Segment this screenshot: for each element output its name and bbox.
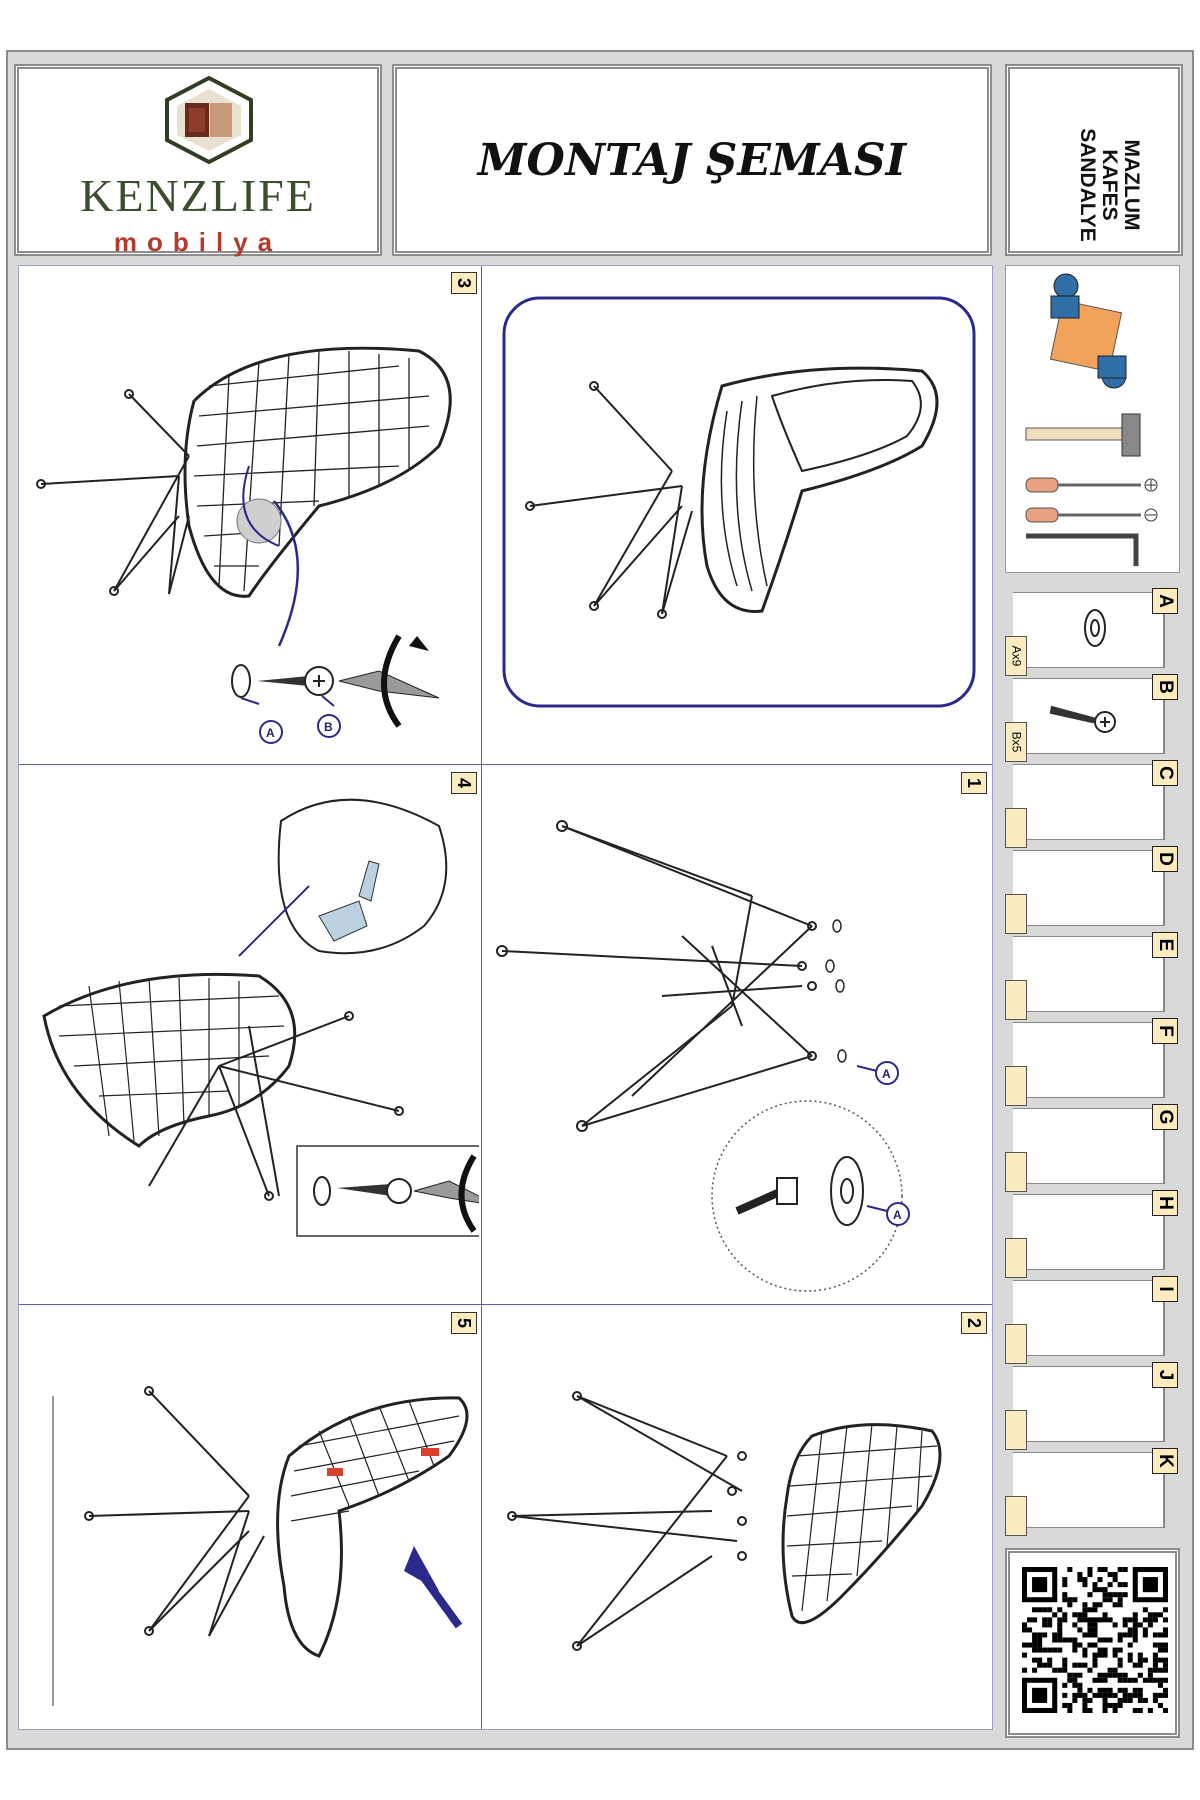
hammer-icon [1025,413,1141,457]
callout-a-step3: A [266,726,275,740]
panel-divider-horizontal-2 [19,1304,992,1305]
callout-a-step1: A [882,1067,891,1081]
part-qty-i [1005,1324,1027,1364]
tools-box [1005,265,1180,573]
part-qty-b: Bx5 [1005,722,1027,762]
part-item-d: D [1005,844,1180,934]
step-2-illustration [507,1391,942,1651]
callout-b-step3: B [324,720,333,734]
panel-divider-vertical [481,266,482,1729]
qr-code-icon [1022,1567,1168,1713]
page-title: MONTAJ ŞEMASI [477,135,907,186]
part-item-c: C [1005,758,1180,848]
part-qty-k [1005,1496,1027,1536]
part-qty-d [1005,894,1027,934]
screw-icon [1049,705,1116,733]
title-box: MONTAJ ŞEMASI [392,64,992,256]
finished-chair-illustration [502,296,976,708]
part-qty-f [1005,1066,1027,1106]
part-item-k: K [1005,1446,1180,1536]
product-name-line-3: SANDALYE [1076,128,1099,242]
part-item-j: J [1005,1360,1180,1450]
assembly-steps-area: 3 4 1 5 2 A B [18,265,993,1730]
part-letter-a: A [1152,588,1178,614]
part-letter-e: E [1152,932,1178,958]
logo-mark-icon [165,75,253,165]
product-name-line-1: MAZLUM [1120,139,1143,231]
brand-subtitle: mobilya [113,227,283,257]
part-item-h: H [1005,1188,1180,1278]
part-item-i: I [1005,1274,1180,1364]
product-name: MAZLUM KAFES SANDALYE [1076,95,1143,275]
part-item-g: G [1005,1102,1180,1192]
product-name-box: MAZLUM KAFES SANDALYE [1005,64,1183,256]
part-letter-j: J [1152,1362,1178,1388]
part-letter-h: H [1152,1190,1178,1216]
step-3-illustration: A B [36,346,452,744]
part-qty-h [1005,1238,1027,1278]
part-qty-a: Ax9 [1005,636,1027,676]
part-item-b: B Bx5 [1005,672,1180,762]
product-name-line-2: KAFES [1098,149,1121,221]
panel-divider-horizontal-1 [19,764,992,765]
step-5-illustration [52,1386,469,1706]
part-item-f: F [1005,1016,1180,1106]
washer-icon [1084,609,1106,647]
part-letter-g: G [1152,1104,1178,1130]
callout-a-step1-detail: A [893,1208,902,1222]
parts-list: A Ax9 B Bx5 C D E F G H [1005,586,1180,1544]
part-item-a: A Ax9 [1005,586,1180,676]
part-letter-f: F [1152,1018,1178,1044]
part-letter-b: B [1152,674,1178,700]
part-letter-c: C [1152,760,1178,786]
part-item-e: E [1005,930,1180,1020]
step-4-illustration [42,798,479,1237]
part-letter-k: K [1152,1448,1178,1474]
step-1-illustration: A A [496,820,910,1292]
tools-illustration [1025,273,1158,566]
part-qty-c [1005,808,1027,848]
brand-name: KENZLIFE [80,170,316,221]
logo-box: KENZLIFE mobilya [14,64,382,257]
part-qty-j [1005,1410,1027,1450]
part-qty-e [1005,980,1027,1020]
part-letter-d: D [1152,846,1178,872]
flathead-screwdriver-icon [1025,507,1158,523]
allen-key-icon [1026,533,1139,566]
qr-code-box[interactable] [1005,1548,1180,1738]
part-qty-g [1005,1152,1027,1192]
part-letter-i: I [1152,1276,1178,1302]
phillips-screwdriver-icon [1025,477,1158,493]
